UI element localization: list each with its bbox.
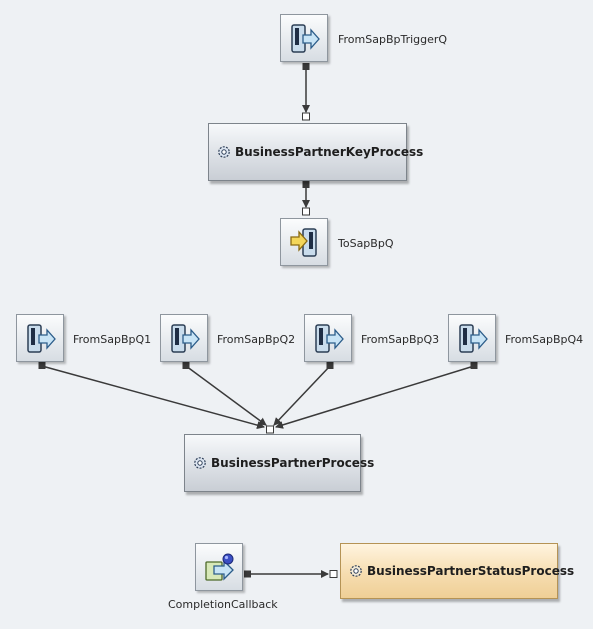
from-sap-bp-q1-node[interactable] — [16, 314, 64, 362]
business-partner-key-process-label: BusinessPartnerKeyProcess — [235, 145, 424, 159]
connector-q1-to-partner-process — [38, 362, 265, 430]
from-sap-bp-q1-label: FromSapBpQ1 — [73, 333, 152, 346]
completion-callback-node[interactable] — [195, 543, 243, 591]
from-sap-bp-q2-node[interactable] — [160, 314, 208, 362]
inbound-queue-icon — [171, 324, 200, 353]
business-partner-status-process-node[interactable]: BusinessPartnerStatusProcess — [340, 543, 574, 599]
business-partner-key-process-node[interactable]: BusinessPartnerKeyProcess — [208, 123, 423, 181]
inbound-queue-icon — [459, 324, 488, 353]
connector-q4-to-partner-process — [275, 362, 478, 429]
from-sap-bp-trigger-q-node[interactable] — [280, 14, 328, 62]
from-sap-bp-q3-node[interactable] — [304, 314, 352, 362]
connector-trigger-to-key-process — [302, 63, 310, 121]
from-sap-bp-q4-node[interactable] — [448, 314, 496, 362]
connector-key-process-to-tosap — [302, 181, 310, 216]
gear-icon — [350, 565, 362, 577]
from-sap-bp-q4-label: FromSapBpQ4 — [505, 333, 584, 346]
connector-callback-to-status-process — [244, 570, 338, 578]
to-sap-bp-q-label: ToSapBpQ — [338, 237, 394, 250]
completion-callback-label: CompletionCallback — [168, 598, 278, 611]
inbound-queue-icon — [291, 24, 320, 53]
outbound-queue-icon — [290, 228, 317, 257]
business-partner-process-label: BusinessPartnerProcess — [211, 456, 375, 470]
connector-q2-to-partner-process — [182, 362, 267, 426]
business-partner-process-node[interactable]: BusinessPartnerProcess — [184, 434, 374, 492]
business-partner-status-process-label: BusinessPartnerStatusProcess — [367, 564, 575, 578]
callback-icon — [205, 553, 234, 581]
inbound-queue-icon — [315, 324, 344, 353]
gear-icon — [218, 146, 230, 158]
inbound-queue-icon — [27, 324, 56, 353]
from-sap-bp-q3-label: FromSapBpQ3 — [361, 333, 440, 346]
to-sap-bp-q-node[interactable] — [280, 218, 328, 266]
gear-icon — [194, 457, 206, 469]
from-sap-bp-q2-label: FromSapBpQ2 — [217, 333, 296, 346]
from-sap-bp-trigger-q-label: FromSapBpTriggerQ — [338, 33, 448, 46]
connector-q3-to-partner-process — [273, 362, 334, 426]
partner-process-input-port — [266, 425, 274, 434]
